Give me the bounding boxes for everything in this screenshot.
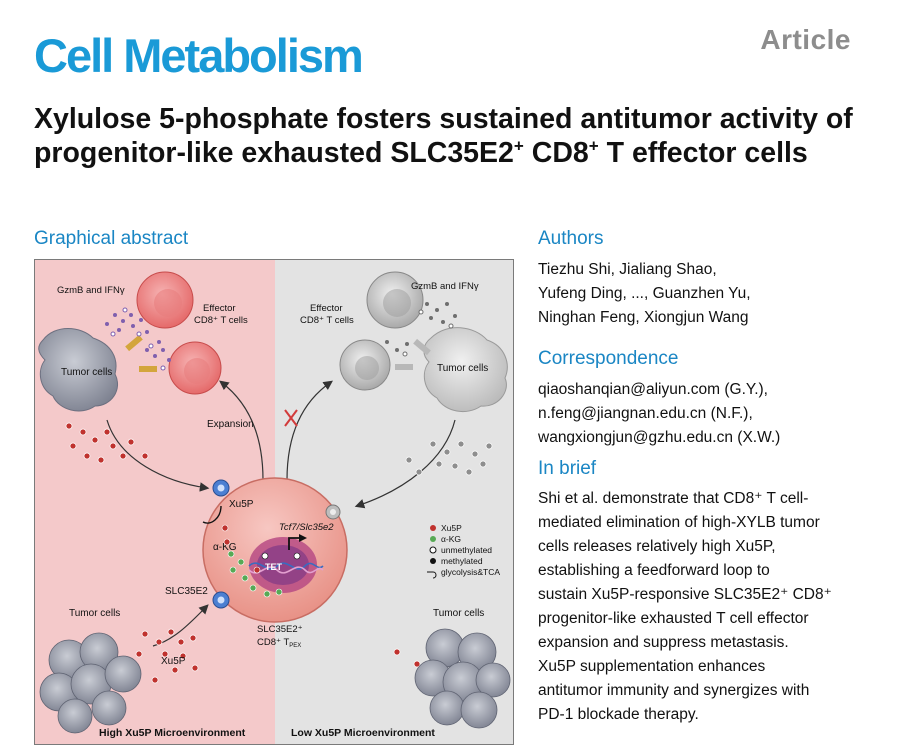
expansion-arrow (219, 380, 264, 481)
right-effector-label-2: CD8⁺ T cells (300, 315, 354, 326)
left-effector-cell-1 (136, 271, 194, 329)
receptor-right-icon (325, 504, 341, 520)
slc35e2-label: SLC35E2 (165, 586, 208, 597)
akg-label: α-KG (213, 542, 237, 553)
footer-low-label: Low Xu5P Microenvironment (291, 727, 435, 739)
right-granule-dots (385, 302, 457, 352)
right-tumor-label-top: Tumor cells (437, 363, 488, 374)
immune-synapse-left-2 (139, 366, 157, 372)
authors-heading: Authors (538, 228, 604, 249)
right-granule-open-dots (402, 309, 454, 357)
title-text-2: CD8 (523, 137, 589, 169)
tpex-label-2: CD8⁺ TPEX (257, 637, 301, 649)
blocked-expansion-arrow (286, 380, 333, 481)
receptor-bottom-icon (212, 591, 230, 609)
right-tumor-label-bottom: Tumor cells (433, 608, 484, 619)
brief-line: progenitor-like exhausted T cell effecto… (538, 610, 809, 627)
legend-akg-swatch (430, 536, 436, 542)
tet-label: TET (265, 562, 283, 572)
left-effector-label-1: Effector (203, 303, 236, 314)
legend-glycolysis: glycolysis&TCA (441, 567, 500, 577)
email-link[interactable]: n.feng@jiangnan.edu.cn (N.F.), (538, 405, 753, 422)
footer-high-label: High Xu5P Microenvironment (99, 727, 246, 739)
title-text-3: T effector cells (598, 137, 808, 169)
authors-list: Tiezhu Shi, Jialiang Shao, Yufeng Ding, … (538, 258, 751, 330)
title-superscript-1: + (513, 136, 524, 156)
tpex-label-2-main: CD8⁺ T (257, 637, 289, 648)
legend-methylated-swatch (430, 558, 436, 564)
title-text-1: Xylulose 5-phosphate fosters sustained a… (34, 103, 853, 169)
left-cytokine-label: GzmB and IFNγ (57, 285, 125, 296)
left-tumor-label-bottom: Tumor cells (69, 608, 120, 619)
graphical-abstract-heading: Graphical abstract (34, 228, 189, 249)
block-cross-icon (284, 409, 298, 427)
in-brief-heading: In brief (538, 458, 597, 479)
brief-line: Shi et al. demonstrate that CD8⁺ T cell- (538, 490, 809, 507)
tpex-subscript: PEX (289, 643, 301, 649)
brief-line: cells releases relatively high Xu5P, (538, 538, 776, 555)
tumor-to-tpex-arrow (106, 419, 210, 492)
brief-line: establishing a feedforward loop to (538, 562, 770, 579)
left-tumor-cluster (39, 632, 142, 734)
email-link[interactable]: qiaoshanqian@aliyun.com (G.Y.), (538, 381, 768, 398)
title-superscript-2: + (588, 136, 599, 156)
left-tumor-cell-top (38, 328, 118, 412)
xu5p-dots-left (65, 422, 199, 684)
xu5p-receptor-label: Xu5P (229, 499, 254, 510)
right-effector-cell-2 (339, 339, 391, 391)
right-tumor-cell-top (423, 327, 508, 413)
left-tumor-label-top: Tumor cells (61, 367, 112, 378)
xu5p-bottom-label: Xu5P (161, 656, 186, 667)
brief-line: expansion and suppress metastasis. (538, 634, 789, 651)
expansion-label: Expansion (207, 419, 254, 430)
legend: Xu5P α-KG unmethylated methylated glycol… (427, 523, 500, 579)
immune-synapse-right-1 (413, 338, 431, 356)
immune-synapse-right-2 (395, 364, 413, 370)
brief-line: sustain Xu5P-responsive SLC35E2⁺ CD8⁺ (538, 586, 832, 603)
metabolism-arrow (202, 505, 222, 524)
article-title: Xylulose 5-phosphate fosters sustained a… (34, 102, 864, 170)
left-effector-label-2: CD8⁺ T cells (194, 315, 248, 326)
brief-line: PD-1 blockade therapy. (538, 706, 699, 723)
article-type-label: Article (760, 24, 851, 55)
author-line: Tiezhu Shi, Jialiang Shao, (538, 261, 717, 278)
left-effector-cell-2 (168, 341, 222, 395)
legend-unmethylated: unmethylated (441, 545, 492, 555)
legend-akg: α-KG (441, 534, 461, 544)
legend-unmethylated-swatch (429, 546, 437, 554)
email-link[interactable]: wangxiongjun@gzhu.edu.cn (X.W.) (538, 429, 781, 446)
brief-line: Xu5P supplementation enhances (538, 658, 766, 675)
right-effector-cell-1 (366, 271, 424, 329)
legend-methylated: methylated (441, 556, 483, 566)
graphical-abstract: Tumor cells GzmB and IFNγ Effector CD8⁺ … (34, 259, 514, 745)
in-brief-text: Shi et al. demonstrate that CD8⁺ T cell-… (538, 487, 868, 727)
right-effector-label-1: Effector (310, 303, 343, 314)
legend-glycolysis-icon (427, 571, 437, 579)
brief-line: antitumor immunity and synergizes with (538, 682, 810, 699)
author-line: Yufeng Ding, ..., Guanzhen Yu, (538, 285, 751, 302)
author-line: Ninghan Feng, Xiongjun Wang (538, 309, 749, 326)
grey-dots-right (405, 440, 493, 476)
immune-synapse-left-1 (125, 334, 143, 352)
legend-xu5p: Xu5P (441, 523, 462, 533)
left-granule-dots (105, 313, 171, 362)
legend-xu5p-swatch (430, 525, 436, 531)
correspondence-heading: Correspondence (538, 348, 679, 369)
receptor-top-icon (212, 479, 230, 497)
right-tumor-cluster (414, 628, 511, 729)
gene-label: Tcf7/Slc35e2 (279, 522, 334, 533)
right-cytokine-label: GzmB and IFNγ (411, 281, 479, 292)
journal-name: Cell Metabolism (34, 29, 364, 82)
tpex-label-1: SLC35E2⁺ (257, 624, 303, 635)
correspondence-list: qiaoshanqian@aliyun.com (G.Y.), n.feng@j… (538, 378, 780, 450)
intracellular-metabolites (221, 524, 301, 598)
brief-line: mediated elimination of high-XYLB tumor (538, 514, 820, 531)
left-granule-open-dots (110, 307, 166, 371)
